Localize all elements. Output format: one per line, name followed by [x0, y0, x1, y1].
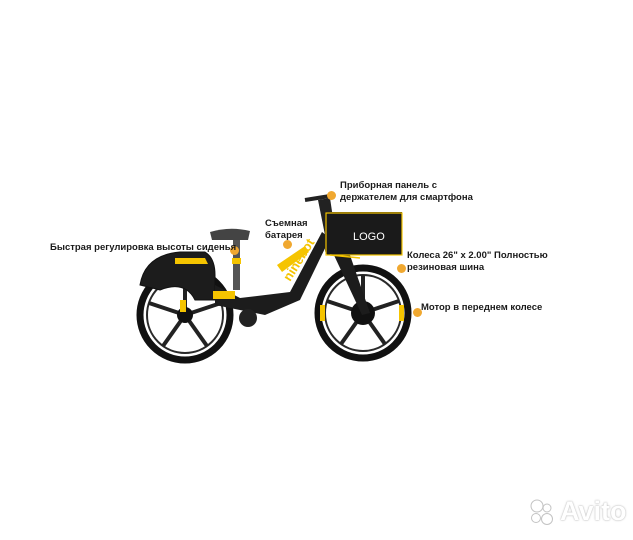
seat-callout-dot — [230, 246, 239, 255]
wheels-callout: Колеса 26" x 2.00" Полностью резиновая ш… — [407, 250, 548, 273]
avito-watermark: Avito — [528, 496, 627, 527]
dashboard-callout-line1: Приборная панель с — [340, 180, 437, 191]
seat-callout-text: Быстрая регулировка высоты сиденья — [50, 242, 237, 253]
wheels-callout-line1: Колеса 26" x 2.00" Полностью — [407, 250, 548, 261]
battery-callout-dot — [283, 240, 292, 249]
seat-callout: Быстрая регулировка высоты сиденья — [50, 242, 236, 254]
basket-logo-text: LOGO — [353, 231, 385, 243]
watermark-text: Avito — [560, 496, 627, 526]
battery-callout: Съемная батарея — [265, 218, 308, 241]
wheels-callout-line2: резиновая шина — [407, 261, 485, 273]
battery-callout-line1: Съемная — [265, 218, 308, 229]
battery-callout-line2: батарея — [265, 229, 303, 241]
motor-callout: Мотор в переднем колесе — [421, 302, 542, 314]
motor-callout-dot — [413, 308, 422, 317]
avito-logo-icon — [530, 499, 553, 525]
dashboard-callout-dot — [327, 191, 336, 200]
dashboard-callout-line2: держателем для смартфона — [340, 191, 473, 203]
dashboard-callout: Приборная панель с держателем для смартф… — [340, 180, 473, 203]
wheels-callout-dot — [397, 264, 406, 273]
front-basket: LOGO — [325, 212, 403, 259]
motor-callout-text: Мотор в переднем колесе — [421, 302, 543, 313]
